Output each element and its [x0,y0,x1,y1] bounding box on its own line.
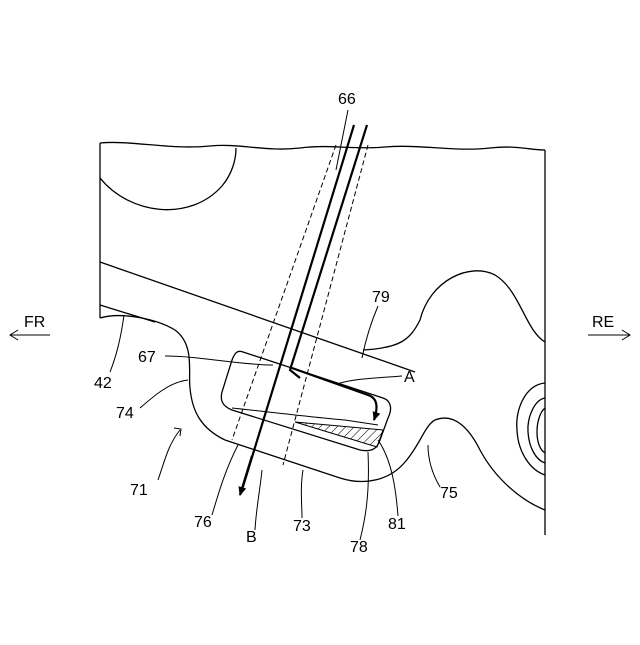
lower-body-contour [225,418,545,510]
guide-dashed-left [232,145,336,440]
leader-75 [428,445,440,487]
flow-arrow-a [292,368,376,420]
leader-67 [165,356,273,365]
leader-b [255,470,262,530]
label-76: 76 [194,514,212,531]
label-67: 67 [138,349,156,366]
label-79: 79 [372,289,390,306]
label-b: B [246,529,257,546]
label-71: 71 [130,482,148,499]
leader-76 [212,445,238,515]
label-73: 73 [293,518,311,535]
label-fr: FR [24,314,45,331]
pipe-line-1 [241,125,354,493]
leader-71-tick [174,428,181,436]
label-re: RE [592,314,614,331]
leader-a [337,376,402,384]
label-74: 74 [116,405,134,422]
label-42: 42 [94,375,112,392]
label-81: 81 [388,516,406,533]
leader-73 [301,470,303,518]
label-66: 66 [338,91,356,108]
upper-break-line [100,142,545,150]
leader-42 [110,315,124,372]
leader-71 [158,430,180,480]
flow-arrow-b [240,456,252,495]
pipe-line-2 [290,125,367,378]
leader-78 [360,452,368,540]
label-75: 75 [440,485,458,502]
label-a: A [404,369,415,386]
rear-cutout-curve [363,271,545,350]
boss-inner-2 [537,408,545,453]
upper-arc [100,148,236,210]
leader-74 [140,380,188,408]
label-78: 78 [350,539,368,556]
guide-dashed-right [283,145,368,465]
contour-42 [100,305,155,322]
